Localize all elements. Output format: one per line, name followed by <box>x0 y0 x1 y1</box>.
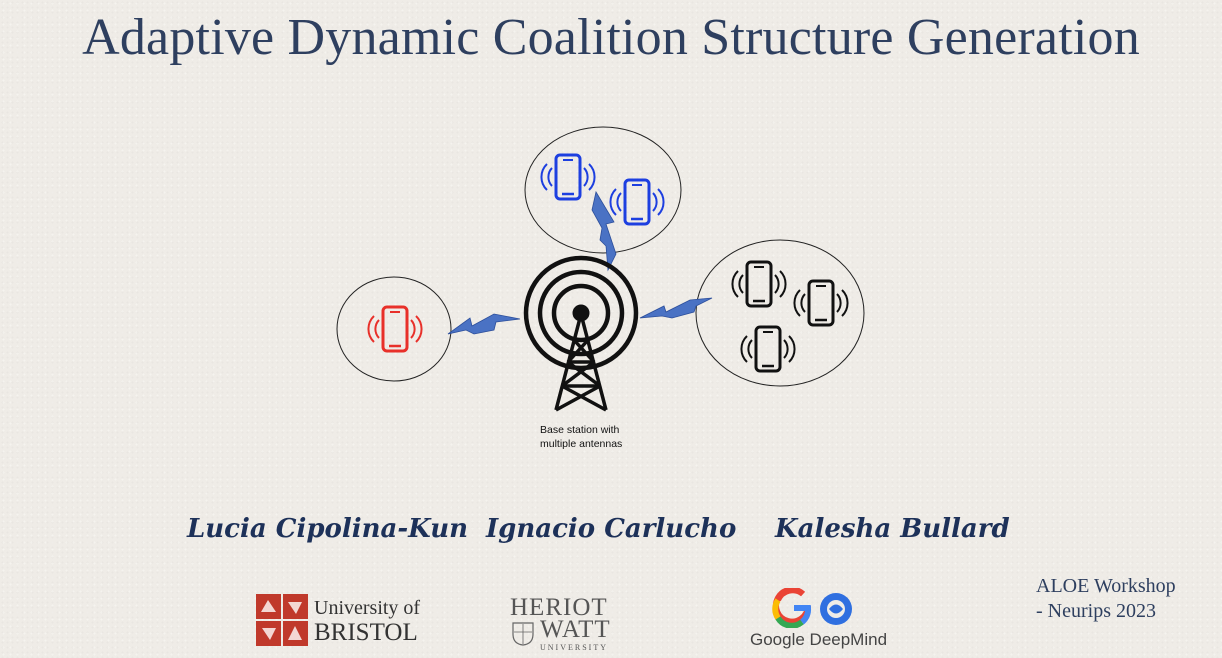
link-bolt-black <box>639 297 713 319</box>
author-2: Ignacio Carlucho <box>486 514 737 544</box>
google-deepmind-mark-icon <box>772 588 852 628</box>
author-1: Lucia Cipolina-Kun <box>187 514 469 544</box>
bristol-line-1: University of <box>314 597 421 619</box>
heriot-watt-crest-icon <box>512 622 534 646</box>
coalition-circle-red <box>336 276 452 382</box>
phone-icon-black-3 <box>739 325 797 373</box>
workshop-line-2: - Neurips 2023 <box>1036 600 1156 622</box>
phone-icon-black-1 <box>730 260 788 308</box>
bristol-crest-icon <box>256 594 308 646</box>
workshop-line-1: ALOE Workshop <box>1036 575 1176 597</box>
bristol-line-2: BRISTOL <box>314 619 418 646</box>
coalition-circle-blue <box>524 126 682 254</box>
heriot-line-3: UNIVERSITY <box>540 643 608 652</box>
slide-title: Adaptive Dynamic Coalition Structure Gen… <box>82 9 1140 66</box>
phone-icon-blue-1 <box>539 153 597 201</box>
base-station-antenna-icon <box>523 255 639 412</box>
phone-icon-blue-2 <box>608 178 666 226</box>
diagram-caption: Base station with multiple antennas <box>540 423 660 451</box>
deepmind-label: Google DeepMind <box>750 630 888 649</box>
link-bolt-red <box>447 313 521 335</box>
caption-line-1: Base station with <box>540 424 620 436</box>
workshop-label: ALOE Workshop - Neurips 2023 <box>1036 574 1176 624</box>
coalition-circle-black <box>695 239 865 387</box>
heriot-line-1: HERIOT <box>510 594 608 621</box>
phone-icon-black-2 <box>792 279 850 327</box>
caption-line-2: multiple antennas <box>540 438 623 450</box>
phone-icon-red <box>366 305 424 353</box>
link-bolt-blue <box>591 190 617 272</box>
author-3: Kalesha Bullard <box>775 514 1010 544</box>
heriot-line-2: WATT <box>540 616 611 643</box>
